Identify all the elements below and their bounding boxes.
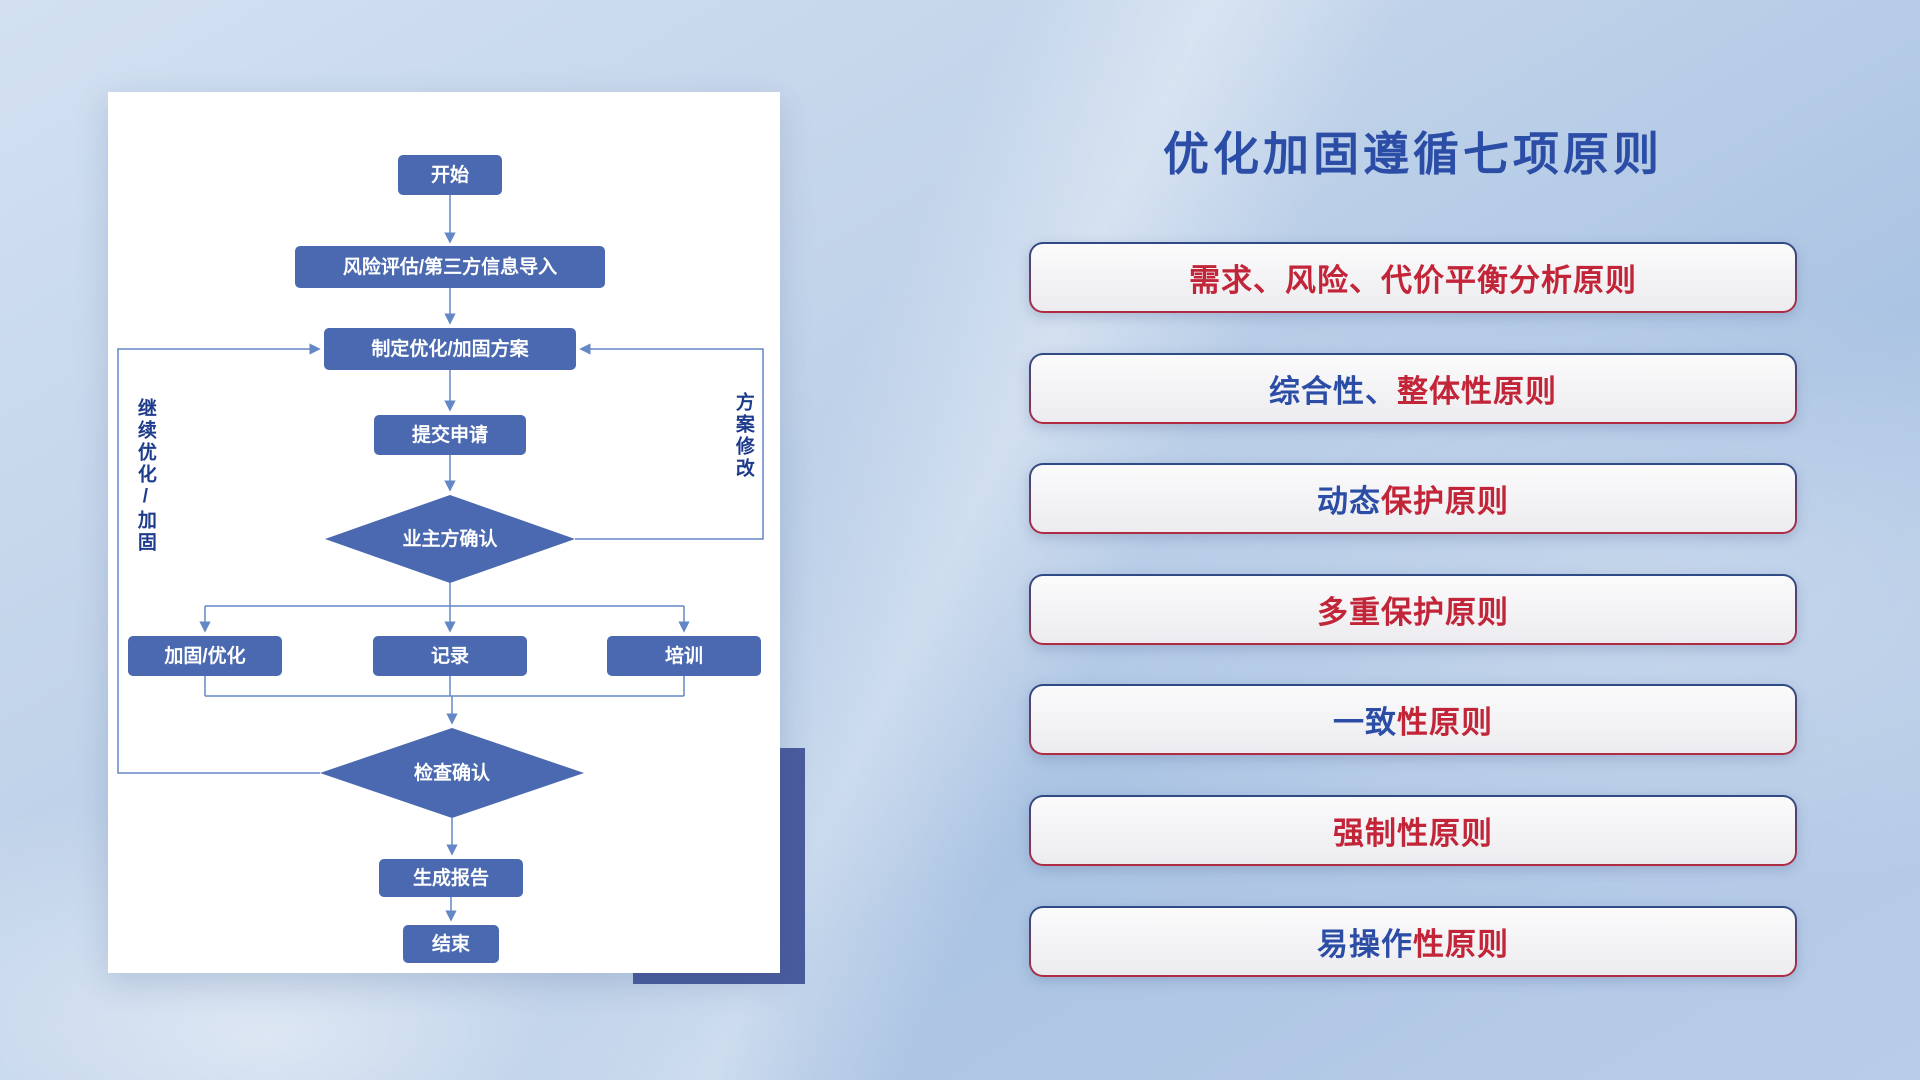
flow-node-submit: 提交申请 bbox=[374, 415, 526, 455]
page-title: 优化加固遵循七项原则 bbox=[1163, 128, 1663, 180]
principle-text-7: 易操作性原则 bbox=[1031, 908, 1795, 975]
flowchart-card: 开始 风险评估/第三方信息导入 制定优化/加固方案 提交申请 业主方确认 加固/… bbox=[108, 92, 780, 973]
principle-segment: 综合性、 bbox=[1269, 374, 1397, 409]
principle-box-5: 一致性原则 bbox=[1029, 684, 1797, 755]
principle-box-6: 强制性原则 bbox=[1029, 795, 1797, 866]
principle-box-7: 易操作性原则 bbox=[1029, 906, 1797, 977]
principle-text-1: 需求、风险、代价平衡分析原则 bbox=[1031, 244, 1795, 311]
principle-segment: 一致 bbox=[1333, 705, 1397, 740]
principle-text-3: 动态保护原则 bbox=[1031, 465, 1795, 532]
principle-text-6: 强制性原则 bbox=[1031, 797, 1795, 864]
flow-node-plan: 制定优化/加固方案 bbox=[324, 328, 576, 370]
principle-segment: 易操作 bbox=[1317, 927, 1413, 962]
principle-text-5: 一致性原则 bbox=[1031, 686, 1795, 753]
flow-node-training: 培训 bbox=[607, 636, 761, 676]
principle-box-3: 动态保护原则 bbox=[1029, 463, 1797, 534]
flow-node-record: 记录 bbox=[373, 636, 527, 676]
principle-segment: 需求、风险、代价平衡分析原则 bbox=[1189, 263, 1637, 298]
flow-connectors bbox=[117, 195, 764, 922]
principles-panel: 优化加固遵循七项原则 需求、风险、代价平衡分析原则 综合性、整体性原则 动态保护… bbox=[1029, 0, 1797, 1080]
principle-text-2: 综合性、整体性原则 bbox=[1031, 355, 1795, 422]
flow-loop-label-revise: 方案修改 bbox=[732, 392, 754, 480]
principle-segment: 保护原则 bbox=[1381, 484, 1509, 519]
flow-node-start: 开始 bbox=[398, 155, 502, 195]
principle-text-4: 多重保护原则 bbox=[1031, 576, 1795, 643]
flow-node-report: 生成报告 bbox=[379, 859, 523, 897]
principle-segment: 性原则 bbox=[1397, 705, 1493, 740]
principle-box-4: 多重保护原则 bbox=[1029, 574, 1797, 645]
principle-segment: 动态 bbox=[1317, 484, 1381, 519]
flow-loop-label-continue: 继续优化/加固 bbox=[134, 398, 156, 554]
principle-segment: 多重保护原则 bbox=[1317, 595, 1509, 630]
flow-node-end: 结束 bbox=[403, 925, 499, 963]
principle-segment: 强制性原则 bbox=[1333, 816, 1493, 851]
principle-box-1: 需求、风险、代价平衡分析原则 bbox=[1029, 242, 1797, 313]
principle-segment: 性原则 bbox=[1413, 927, 1509, 962]
principle-box-2: 综合性、整体性原则 bbox=[1029, 353, 1797, 424]
flow-node-risk-import: 风险评估/第三方信息导入 bbox=[295, 246, 605, 288]
principle-segment: 整体性原则 bbox=[1397, 374, 1557, 409]
flow-node-reinforce: 加固/优化 bbox=[128, 636, 282, 676]
